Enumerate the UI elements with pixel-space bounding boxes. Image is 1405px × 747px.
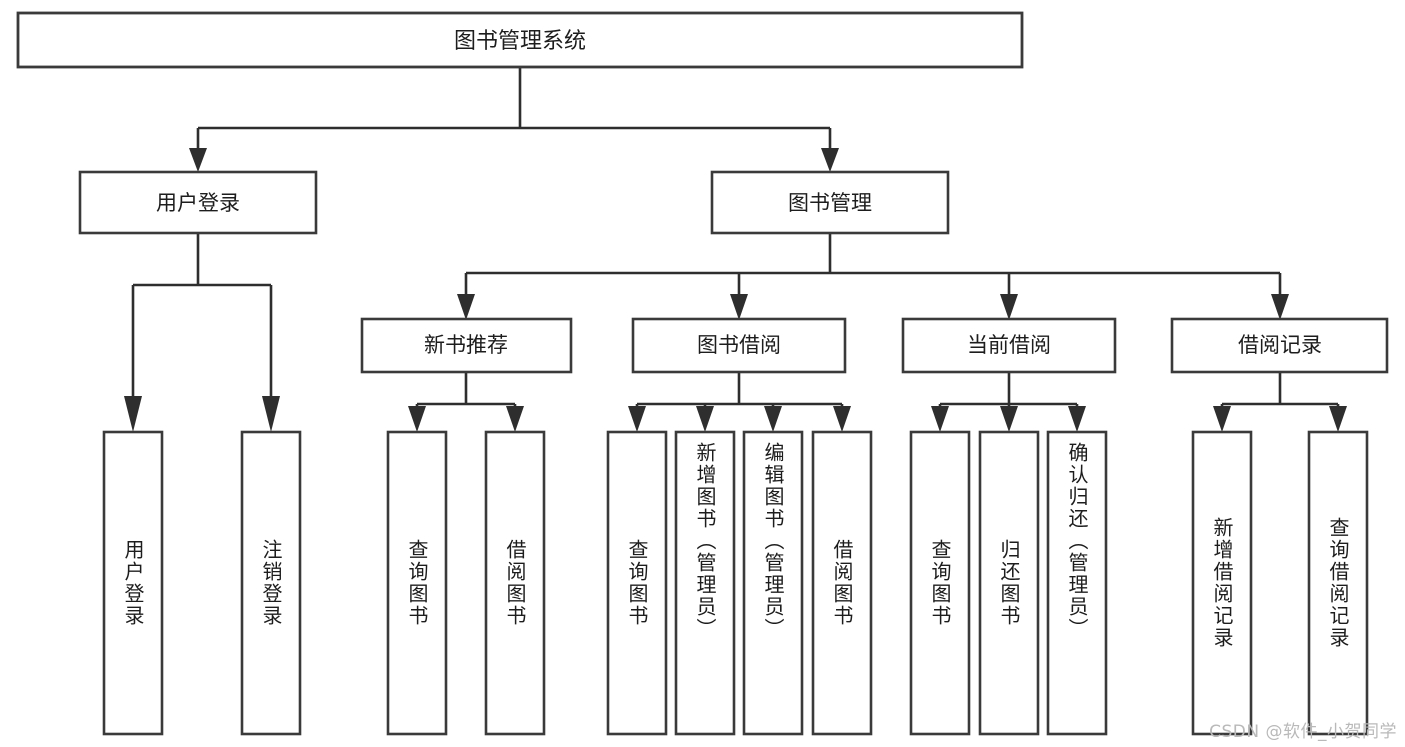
node-box-user-login[interactable] — [78, 170, 318, 235]
node-box-current-borrow[interactable] — [901, 317, 1117, 374]
arrow-root-to-book-mgmt — [821, 148, 839, 172]
arrow-current-borrow-leaf-2 — [1000, 406, 1018, 432]
arrow-root-to-user-login — [189, 148, 207, 172]
arrow-book-mgmt-to-new-book — [457, 294, 475, 320]
arrow-borrow-record-leaf-1 — [1213, 406, 1231, 432]
node-box-leaf-book-borrow-1[interactable] — [606, 430, 668, 736]
connectors-layer — [124, 67, 1347, 432]
node-label-root: 图书管理系统 — [454, 29, 586, 54]
arrow-book-mgmt-to-borrow-record — [1271, 294, 1289, 320]
nodes-layer: 图书管理系统 用户登录 图书管理 新书推荐 图书借阅 当前借阅 借阅记录 — [16, 11, 1389, 736]
arrow-current-borrow-leaf-1 — [931, 406, 949, 432]
node-box-leaf-book-borrow-2[interactable] — [674, 430, 736, 736]
node-box-root[interactable] — [16, 11, 1024, 69]
arrow-book-borrow-leaf-3 — [764, 406, 782, 432]
arrow-book-mgmt-to-current-borrow — [1000, 294, 1018, 320]
arrow-book-borrow-leaf-1 — [628, 406, 646, 432]
node-box-leaf-book-borrow-4[interactable] — [811, 430, 873, 736]
node-box-leaf-book-borrow-3[interactable] — [742, 430, 804, 736]
node-box-leaf-new-book-1[interactable] — [386, 430, 448, 736]
arrow-user-login-leaf-1 — [124, 396, 142, 432]
arrow-new-book-leaf-1 — [408, 406, 426, 432]
node-box-book-borrow[interactable] — [631, 317, 847, 374]
node-label-current-borrow: 当前借阅 — [967, 333, 1051, 357]
arrow-book-borrow-leaf-4 — [833, 406, 851, 432]
node-box-leaf-current-borrow-1[interactable] — [909, 430, 971, 736]
arrow-book-borrow-leaf-2 — [696, 406, 714, 432]
csdn-watermark: CSDN @软件_小贺同学 — [1209, 722, 1397, 742]
node-box-borrow-record[interactable] — [1170, 317, 1389, 374]
node-label-book-borrow: 图书借阅 — [697, 333, 781, 357]
node-box-leaf-user-login-2[interactable] — [240, 430, 302, 736]
node-label-user-login: 用户登录 — [156, 191, 240, 215]
arrow-book-mgmt-to-book-borrow — [730, 294, 748, 320]
node-box-leaf-current-borrow-3[interactable] — [1046, 430, 1108, 736]
arrow-new-book-leaf-2 — [506, 406, 524, 432]
node-box-new-book-recommend[interactable] — [360, 317, 573, 374]
node-label-new-book-recommend: 新书推荐 — [424, 333, 508, 357]
node-label-borrow-record: 借阅记录 — [1238, 333, 1322, 357]
node-box-leaf-borrow-record-1[interactable] — [1191, 430, 1253, 736]
node-box-leaf-user-login-1[interactable] — [102, 430, 164, 736]
arrow-current-borrow-leaf-3 — [1068, 406, 1086, 432]
node-label-book-management: 图书管理 — [788, 191, 872, 215]
arrow-user-login-leaf-2 — [262, 396, 280, 432]
node-box-leaf-borrow-record-2[interactable] — [1307, 430, 1369, 736]
node-box-leaf-new-book-2[interactable] — [484, 430, 546, 736]
node-box-book-management[interactable] — [710, 170, 950, 235]
arrow-borrow-record-leaf-2 — [1329, 406, 1347, 432]
node-box-leaf-current-borrow-2[interactable] — [978, 430, 1040, 736]
